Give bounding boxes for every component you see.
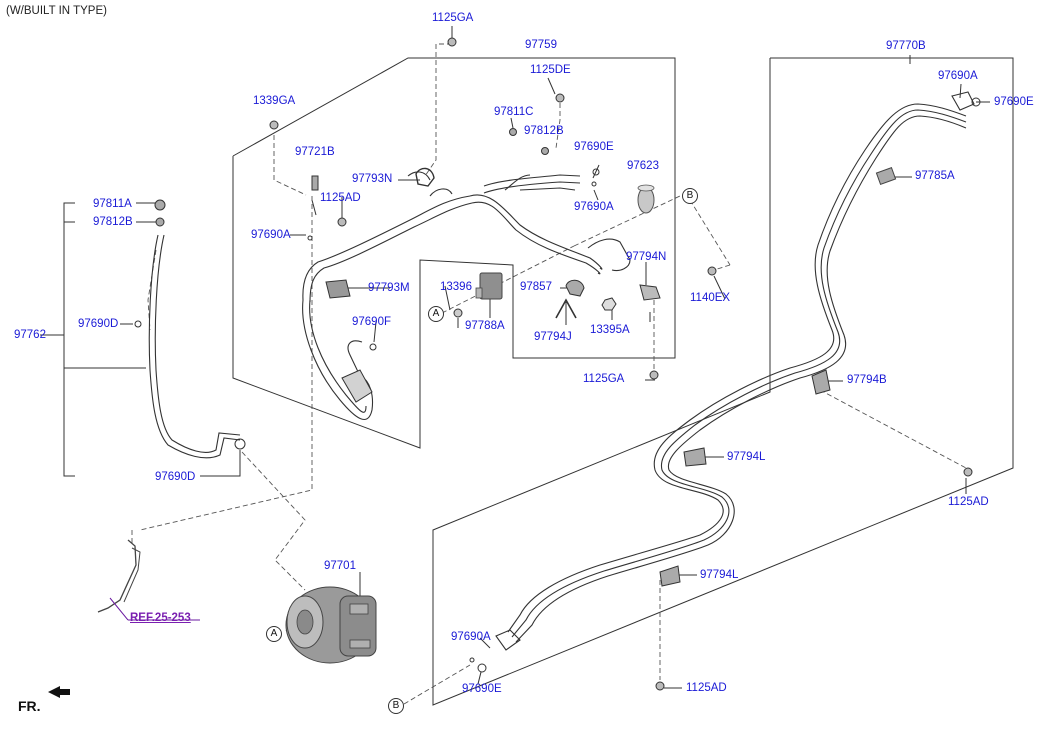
- oring-97690E-r1: [592, 168, 600, 176]
- oring-97690F: [369, 343, 377, 351]
- callout-b-1: B: [682, 188, 698, 204]
- bolt-1125GA-mid: [649, 370, 659, 380]
- part-label[interactable]: 97759: [525, 39, 557, 51]
- part-label[interactable]: 13396: [440, 281, 472, 293]
- ref-bracket: [97, 539, 137, 613]
- bracket-97762: [63, 202, 75, 477]
- part-label[interactable]: 1125AD: [686, 682, 727, 694]
- header-note: (W/BUILT IN TYPE): [6, 5, 107, 17]
- part-label[interactable]: 97812B: [93, 216, 133, 228]
- part-label[interactable]: 97793M: [368, 282, 410, 294]
- bracket-97793M: [325, 279, 351, 299]
- cap-97812B-mid: [541, 147, 549, 155]
- part-label[interactable]: 1125GA: [432, 12, 474, 24]
- clip-97794L-2: [659, 565, 681, 587]
- nut-13395A: [601, 297, 617, 311]
- oring-97690D-top: [134, 320, 142, 328]
- pipe-97770B-outer: [507, 103, 967, 633]
- part-label[interactable]: 97762: [14, 329, 46, 341]
- compressor-97701: [285, 586, 377, 664]
- part-label[interactable]: 97690E: [462, 683, 502, 695]
- part-label[interactable]: 97690A: [451, 631, 491, 643]
- clamp-97857: [565, 279, 585, 297]
- oring-97690A-bot: [469, 657, 475, 663]
- cap-97811A: [154, 199, 166, 211]
- part-label[interactable]: 97690D: [155, 471, 196, 483]
- part-label[interactable]: 1140EX: [690, 292, 731, 304]
- bracket-97794N: [639, 284, 661, 301]
- part-label[interactable]: 97623: [627, 160, 659, 172]
- reference-link[interactable]: REF.25-253: [130, 612, 191, 624]
- oring-97690A-r1: [591, 181, 597, 187]
- part-label[interactable]: 97690A: [251, 229, 291, 241]
- part-label[interactable]: 97690D: [78, 318, 119, 330]
- direction-label: FR.: [18, 698, 41, 714]
- part-label[interactable]: 97794L: [727, 451, 766, 463]
- callout-a-2: A: [266, 626, 282, 642]
- part-label[interactable]: 97690A: [938, 70, 978, 82]
- part-label[interactable]: 1125GA: [583, 373, 625, 385]
- part-label[interactable]: 97794B: [847, 374, 887, 386]
- bolt-1125AD-right: [963, 467, 973, 477]
- part-label[interactable]: 97793N: [352, 173, 393, 185]
- part-label[interactable]: 97690F: [352, 316, 392, 328]
- part-label[interactable]: 1125DE: [530, 64, 571, 76]
- expansion-valve: [341, 369, 373, 403]
- bolt-1125GA-top: [447, 37, 457, 47]
- part-label[interactable]: 1339GA: [253, 95, 296, 107]
- left-assembly-frame: [232, 57, 676, 449]
- hose-97759-main: [302, 299, 374, 421]
- callout-a-1: A: [428, 306, 444, 322]
- block-97788A: [479, 272, 503, 300]
- part-label[interactable]: 97721B: [295, 146, 335, 158]
- part-label[interactable]: 1125AD: [948, 496, 989, 508]
- part-label[interactable]: 13395A: [590, 324, 630, 336]
- part-label[interactable]: 97785A: [915, 170, 955, 182]
- oring-97690E-bot: [477, 663, 487, 673]
- part-label[interactable]: 97690E: [574, 141, 614, 153]
- clamp-97793N: [415, 167, 435, 187]
- front-arrow-icon: [48, 686, 70, 698]
- part-label[interactable]: 97811A: [93, 198, 132, 210]
- nut-13396: [453, 308, 463, 318]
- part-label[interactable]: 1125AD: [320, 192, 361, 204]
- part-label[interactable]: 97794J: [534, 331, 572, 343]
- part-label[interactable]: 97794N: [626, 251, 667, 263]
- oring-97690D-bot: [234, 438, 246, 450]
- part-label[interactable]: 97812B: [524, 125, 564, 137]
- part-label[interactable]: 97690E: [994, 96, 1034, 108]
- callout-b-2: B: [388, 698, 404, 714]
- part-label[interactable]: 97690A: [574, 201, 614, 213]
- dashed-leaders: [131, 43, 967, 705]
- part-label[interactable]: 97788A: [465, 320, 505, 332]
- part-label[interactable]: 97770B: [886, 40, 926, 52]
- part-label[interactable]: 97701: [324, 560, 356, 572]
- bolt-1125DE: [555, 93, 565, 103]
- right-assembly-frame: [432, 57, 1014, 706]
- sensor-97721B: [311, 175, 319, 191]
- clamp-97785A: [875, 166, 897, 186]
- part-label[interactable]: 97857: [520, 281, 552, 293]
- bolt-1125AD-bot: [655, 681, 665, 691]
- oring-97690E-top: [971, 97, 981, 107]
- pipes: [148, 91, 975, 651]
- cap-97811C: [509, 128, 517, 136]
- clip-97794L-1: [683, 447, 707, 467]
- bolt-1125AD-mid: [337, 217, 347, 227]
- cap-97812B-left: [155, 217, 165, 227]
- hose-97762: [148, 234, 241, 459]
- part-label[interactable]: 97811C: [494, 106, 534, 118]
- bolt-1140EX: [707, 266, 717, 276]
- clamp-97794J: [555, 298, 577, 319]
- part-label[interactable]: 97794L: [700, 569, 739, 581]
- components: [48, 37, 981, 698]
- bolt-1339GA: [269, 120, 279, 130]
- oring-97690A-mid: [307, 235, 313, 241]
- clip-97794B: [811, 369, 831, 395]
